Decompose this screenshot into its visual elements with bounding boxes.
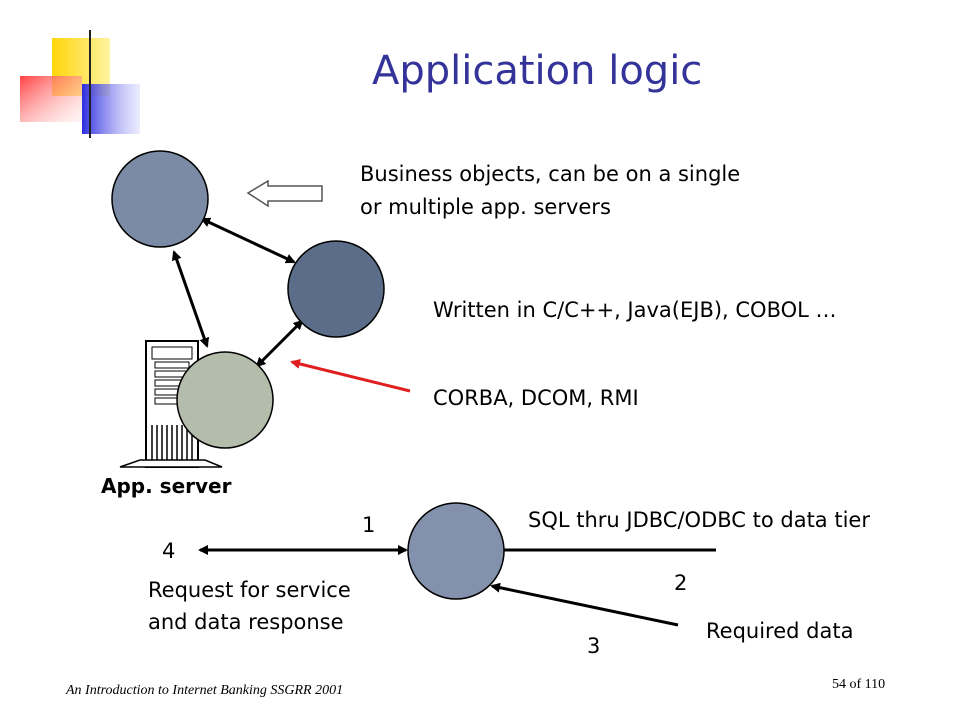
business-objects-text-line1: Business objects, can be on a single: [360, 162, 741, 186]
written-in-text: Written in C/C++, Java(EJB), COBOL …: [433, 298, 837, 322]
business-object-node-top: [111, 150, 209, 248]
footer-text: An Introduction to Internet Banking SSGR…: [66, 683, 344, 698]
slide-title: Application logic: [372, 48, 703, 94]
app-server-node: [176, 351, 274, 449]
hollow-arrow-icon: [246, 179, 323, 208]
protocols-text: CORBA, DCOM, RMI: [433, 386, 639, 410]
connection-arrows: [171, 217, 304, 368]
step-2-label: 2: [674, 571, 688, 595]
page-number: 54 of 110: [832, 677, 886, 692]
required-data-text: Required data: [706, 619, 854, 643]
business-objects-text-line2: or multiple app. servers: [360, 195, 611, 219]
corner-decoration: [20, 30, 960, 138]
request-text-line2: and data response: [148, 610, 344, 634]
step-3-label: 3: [587, 634, 601, 658]
sql-text: SQL thru JDBC/ODBC to data tier: [528, 508, 870, 532]
request-text-line1: Request for service: [148, 578, 351, 602]
business-object-node-right: [287, 240, 385, 338]
app-server-label: App. server: [101, 474, 232, 498]
step-4-label: 4: [162, 539, 176, 563]
process-node: [407, 502, 505, 600]
required-data-arrow: [490, 582, 679, 627]
step-1-label: 1: [362, 513, 376, 537]
red-arrow: [290, 359, 411, 393]
